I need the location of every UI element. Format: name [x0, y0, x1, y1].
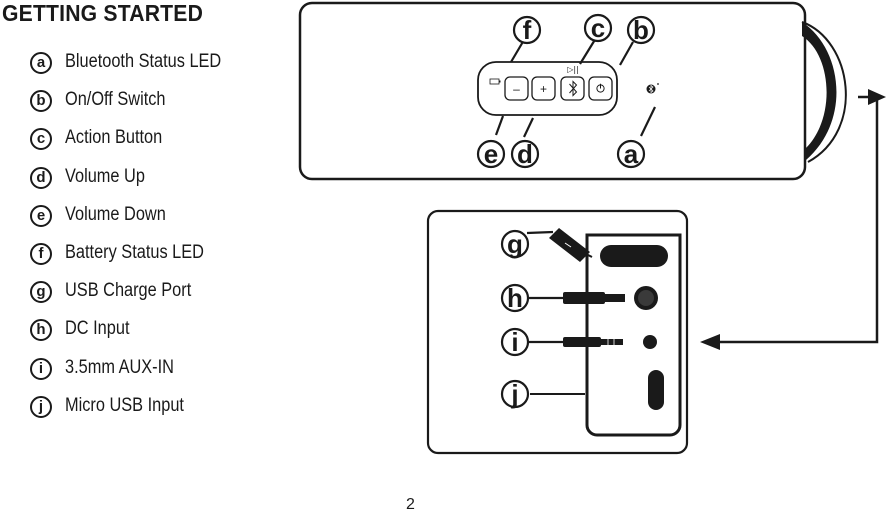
page-number: 2: [406, 496, 415, 513]
legend-label: Micro USB Input: [65, 394, 184, 416]
leader-line-c: [579, 37, 597, 65]
legend-letter-badge: f: [30, 242, 52, 265]
callout-a: a: [616, 139, 646, 169]
usb-cable-plug: [526, 228, 593, 262]
micro-usb-port: [648, 370, 664, 410]
legend-label: Action Button: [65, 127, 163, 149]
play-pause-label: ▷||: [567, 65, 579, 74]
callout-e: e: [476, 139, 506, 169]
legend-letter-badge: d: [30, 166, 52, 189]
volume-up-button[interactable]: +: [531, 76, 556, 101]
page-title: GETTING STARTED: [2, 0, 204, 26]
legend-label: Bluetooth Status LED: [65, 51, 222, 72]
svg-text:a: a: [624, 139, 639, 169]
callout-g: g: [500, 229, 530, 259]
legend-letter-badge: e: [30, 204, 52, 227]
power-icon: [596, 83, 605, 93]
usb-icon: [564, 242, 572, 248]
callout-f: f: [512, 15, 542, 45]
action-button[interactable]: [560, 76, 585, 101]
svg-text:c: c: [591, 13, 605, 43]
svg-text:b: b: [633, 15, 649, 45]
plus-label: +: [540, 82, 547, 96]
leader-line-b: [619, 41, 634, 66]
legend-letter-badge: g: [30, 281, 52, 304]
bluetooth-status-led: [646, 83, 659, 94]
battery-icon: [489, 78, 501, 85]
legend-letter-badge: i: [30, 357, 52, 380]
dc-plug: [527, 292, 625, 304]
back-panel-outline: [426, 209, 689, 455]
aux-in-port: [643, 335, 657, 349]
speaker-back-view: g h i j: [426, 209, 689, 455]
svg-text:d: d: [517, 139, 533, 169]
legend-letter-badge: h: [30, 319, 52, 342]
speaker-top-view: – + ▷||: [298, 1, 847, 181]
svg-text:e: e: [484, 139, 498, 169]
legend-letter-badge: j: [30, 395, 52, 418]
aux-plug: [527, 337, 623, 347]
svg-text:f: f: [523, 15, 532, 45]
callout-i: i: [500, 327, 530, 357]
legend-label: Volume Down: [65, 203, 166, 225]
bluetooth-icon: [569, 80, 578, 97]
leader-line-a: [640, 106, 656, 137]
legend-label: Volume Up: [65, 165, 145, 187]
arrowhead-top: [868, 89, 886, 105]
leader-line-f: [510, 39, 525, 63]
legend-letter-badge: c: [30, 128, 52, 151]
legend-label: DC Input: [65, 318, 130, 340]
volume-down-button[interactable]: –: [504, 76, 529, 101]
callout-h: h: [500, 283, 530, 313]
legend-letter-badge: a: [30, 52, 52, 74]
callout-c: c: [583, 13, 613, 43]
port-panel: [585, 233, 682, 437]
leader-line-d: [523, 117, 534, 138]
minus-label: –: [513, 82, 520, 96]
legend-letter-badge: b: [30, 90, 52, 113]
leader-line-e: [494, 115, 505, 136]
callout-b: b: [626, 15, 656, 45]
usb-charge-port: [600, 245, 668, 267]
control-panel: [477, 61, 618, 116]
speaker-side-edge: [802, 22, 837, 160]
speaker-body-outline: [298, 1, 807, 181]
legend-label: 3.5mm AUX-IN: [65, 356, 174, 378]
legend-label: USB Charge Port: [65, 280, 192, 302]
svg-text:j: j: [510, 379, 518, 409]
power-button[interactable]: [588, 76, 613, 101]
svg-text:i: i: [511, 327, 518, 357]
speaker-side-outline: [801, 21, 847, 163]
callout-d: d: [510, 139, 540, 169]
svg-text:g: g: [507, 229, 523, 259]
connector-arrow: [700, 89, 886, 350]
legend-label: On/Off Switch: [65, 89, 166, 111]
svg-text:h: h: [507, 283, 523, 313]
callout-j: j: [500, 379, 530, 409]
arrowhead-bottom: [700, 334, 720, 350]
legend-label: Battery Status LED: [65, 241, 204, 263]
